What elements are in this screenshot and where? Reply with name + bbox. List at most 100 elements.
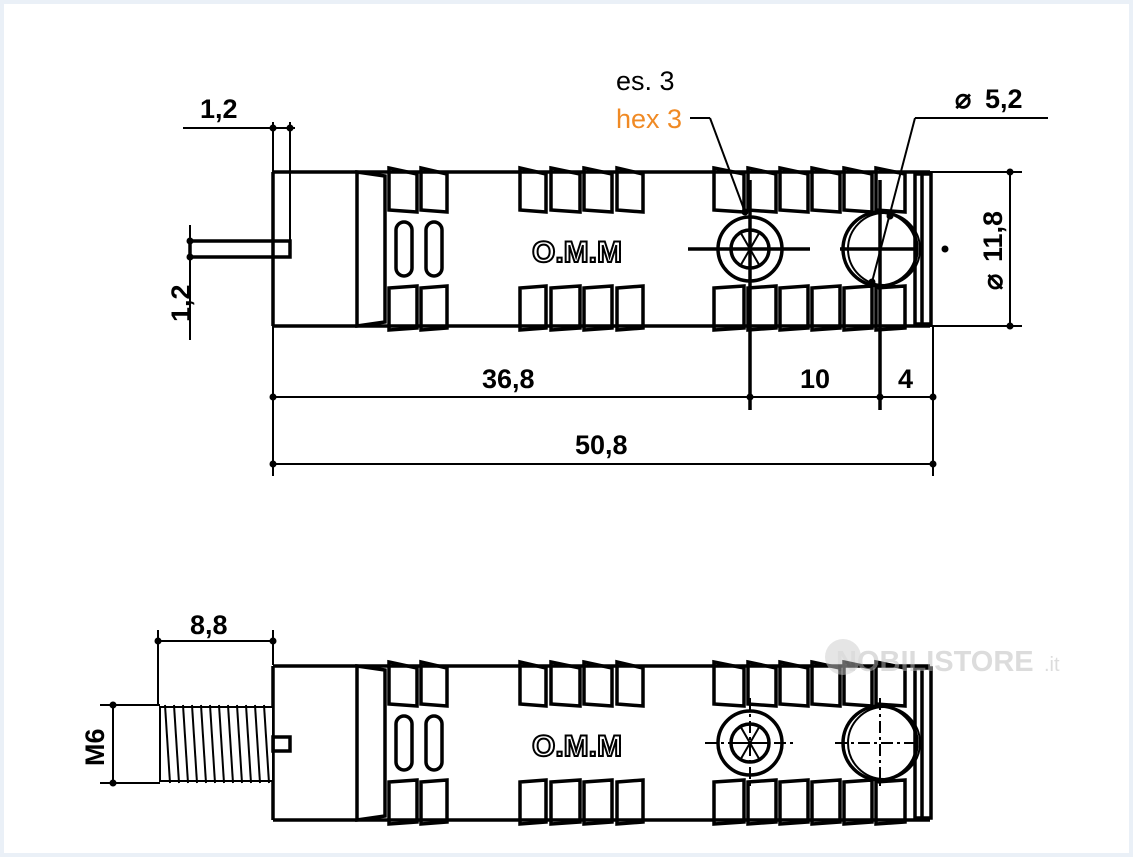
rib-bottom (419, 778, 449, 826)
rib-bottom (778, 284, 810, 332)
rib-top (810, 165, 842, 214)
hex-socket-spoke (739, 726, 761, 760)
rib-bottom (419, 284, 449, 332)
dimension-dot (269, 393, 277, 401)
dimension-lines (100, 117, 1048, 787)
rib-top (842, 165, 874, 214)
rib-bottom (582, 778, 614, 826)
rib-bottom (549, 778, 582, 826)
thread-line (218, 704, 225, 784)
thread-line (209, 704, 216, 784)
omm-logo-top: O.M.M (532, 236, 622, 269)
thread-line (173, 704, 180, 784)
rib-top (387, 659, 419, 708)
rib-top (778, 659, 810, 708)
watermark-logo-icon (825, 639, 861, 675)
dimension-dot (186, 237, 194, 245)
rib-top (746, 659, 778, 708)
dimension-dot (154, 637, 162, 645)
rib-bottom (746, 284, 778, 332)
leader-diameter (871, 117, 916, 283)
dimension-dot (186, 253, 194, 261)
dimension-dot (741, 208, 749, 216)
rib-bottom (582, 284, 614, 332)
rib-bottom (387, 284, 419, 332)
rib-bottom (810, 778, 842, 826)
rib-bottom (387, 778, 419, 826)
thread-line (263, 704, 270, 784)
dim-plate-thickness: 1,2 (200, 94, 238, 124)
thread-line (164, 704, 171, 784)
top-view (188, 122, 933, 410)
dim-diameter-hole-symbol: ⌀ (955, 84, 971, 114)
dim-end-offset: 4 (898, 364, 913, 394)
dimension-dot (1006, 168, 1014, 176)
dimension-dot (876, 393, 884, 401)
rib-bottom (549, 284, 582, 332)
slot (424, 220, 444, 278)
dimension-dot (746, 393, 754, 401)
rib-top (778, 165, 810, 214)
rib-top (387, 165, 419, 214)
es-label: es. 3 (616, 66, 675, 96)
thread-line (254, 704, 261, 784)
rib-bottom (746, 778, 778, 826)
rib-top (874, 165, 907, 214)
dimension-dot (868, 278, 876, 286)
dimension-dot (886, 212, 894, 220)
pin (188, 239, 292, 259)
dimension-dot (109, 701, 117, 709)
watermark-suffix: .it (1044, 654, 1060, 676)
rib-bottom (874, 778, 907, 826)
rib-top (615, 659, 645, 708)
rib-bottom (874, 284, 907, 332)
dim-diameter-body-symbol: ⌀ (978, 274, 1008, 290)
dim-pin-thickness: 1,2 (166, 284, 196, 322)
rib-top (582, 659, 614, 708)
dim-length-to-screw: 36,8 (482, 364, 535, 394)
rib-bottom (712, 284, 746, 332)
rib-top (712, 165, 746, 214)
rib-top (746, 165, 778, 214)
rib-bottom (778, 778, 810, 826)
dimension-dot (1006, 322, 1014, 330)
rib-top (518, 659, 548, 708)
dim-diameter-body: 11,8 (978, 211, 1008, 262)
slot (424, 714, 444, 772)
watermark-text: NOBILISTORE (836, 646, 1034, 678)
rib-top (712, 659, 746, 708)
dim-diameter-hole: 5,2 (985, 84, 1023, 114)
thread-line (227, 704, 234, 784)
dimension-dot (269, 460, 277, 468)
watermark: NOBILISTORE .it (825, 639, 1060, 678)
thread-line (182, 704, 189, 784)
dimension-dot (269, 637, 277, 645)
body-cone (355, 169, 387, 329)
rib-bottom (615, 284, 645, 332)
dimension-dot (941, 245, 949, 253)
rib-bottom (518, 284, 548, 332)
rib-top (549, 659, 582, 708)
dim-thread-length: 8,8 (190, 610, 228, 640)
hex-label: hex 3 (616, 104, 682, 134)
omm-logo-bottom: O.M.M (532, 730, 622, 763)
rib-top (419, 165, 449, 214)
thread (159, 704, 274, 784)
thread-line (200, 704, 207, 784)
rib-top (874, 659, 907, 708)
rib-bottom (842, 284, 874, 332)
dimension-dot (929, 393, 937, 401)
dimension-dot (286, 124, 294, 132)
rib-top (419, 659, 449, 708)
dim-thread-size: M6 (80, 728, 110, 766)
rib-top (582, 165, 614, 214)
rib-top (518, 165, 548, 214)
rib-bottom (615, 778, 645, 826)
bottom-view (159, 659, 933, 826)
rib-top (615, 165, 645, 214)
thread-line (245, 704, 252, 784)
slot (394, 714, 414, 772)
rib-bottom (810, 284, 842, 332)
